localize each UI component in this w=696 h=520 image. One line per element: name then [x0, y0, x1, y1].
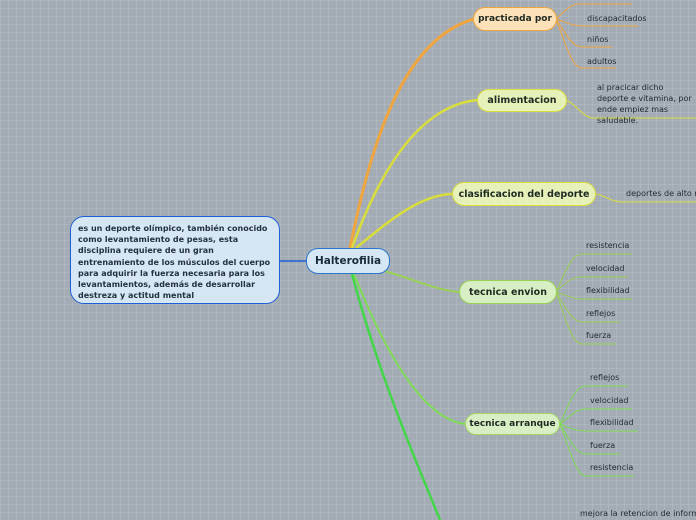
description-text: es un deporte olímpico, también conocido… — [78, 224, 271, 301]
practicada-por-node[interactable]: practicada por — [473, 7, 557, 31]
link-beneficios — [350, 273, 442, 520]
link-practicada-2 — [555, 18, 612, 48]
clasificacion-label: clasificacion del deporte — [458, 188, 590, 200]
link-arranque-2 — [559, 408, 632, 425]
link-arranque-5 — [559, 423, 634, 477]
link-practicada-top — [555, 3, 632, 20]
arranque-item: flexibilidad — [590, 418, 634, 427]
root-node[interactable]: Halterofilia — [306, 248, 390, 274]
envion-item: velocidad — [586, 264, 625, 273]
arranque-item: velocidad — [590, 396, 629, 405]
clasificacion-node[interactable]: clasificacion del deporte — [452, 182, 596, 206]
link-practicada-1 — [555, 18, 638, 27]
practicada-item: discapacitados — [587, 14, 647, 23]
arranque-item: resistencia — [590, 463, 634, 472]
link-envion-5 — [555, 291, 616, 345]
envion-item: fuerza — [586, 331, 612, 340]
envion-item: flexibilidad — [586, 286, 630, 295]
link-practicada-por — [348, 17, 475, 249]
alimentacion-node[interactable]: alimentacion — [477, 89, 567, 112]
tecnica-envion-node[interactable]: tecnica envion — [459, 280, 557, 304]
link-practicada-3 — [555, 18, 616, 69]
envion-item: resistencia — [586, 241, 630, 250]
arranque-item: reflejos — [590, 373, 620, 382]
link-alimentacion — [350, 98, 479, 249]
link-envion-2 — [555, 276, 628, 293]
practicada-por-label: practicada por — [478, 14, 552, 24]
root-label: Halterofilia — [314, 255, 382, 267]
link-envion-1 — [555, 253, 632, 293]
link-alimentacion-text — [565, 99, 696, 119]
link-clasificacion — [355, 192, 453, 249]
tecnica-arranque-node[interactable]: tecnica arranque — [465, 413, 560, 435]
link-arranque-1 — [559, 385, 628, 425]
alimentacion-label: alimentacion — [487, 95, 557, 106]
alimentacion-text: al pracicar dicho deporte e vitamina, po… — [597, 83, 692, 125]
link-arranque-3 — [559, 423, 638, 432]
tecnica-envion-label: tecnica envion — [469, 286, 547, 298]
tecnica-arranque-label: tecnica arranque — [469, 419, 556, 429]
link-envion-4 — [555, 291, 620, 323]
link-clasificacion-text — [595, 193, 696, 203]
clasificacion-text: deportes de alto re — [626, 189, 696, 198]
description-node[interactable]: es un deporte olímpico, también conocido… — [70, 216, 280, 304]
link-arranque-4 — [559, 423, 620, 455]
link-tecnica-arranque — [353, 273, 467, 425]
link-envion-3 — [555, 291, 632, 300]
arranque-item: fuerza — [590, 441, 616, 450]
envion-item: reflejos — [586, 309, 616, 318]
beneficios-text: mejora la retencion de informa — [580, 509, 696, 518]
practicada-item: niños — [587, 35, 609, 44]
practicada-item: adultos — [587, 57, 617, 66]
